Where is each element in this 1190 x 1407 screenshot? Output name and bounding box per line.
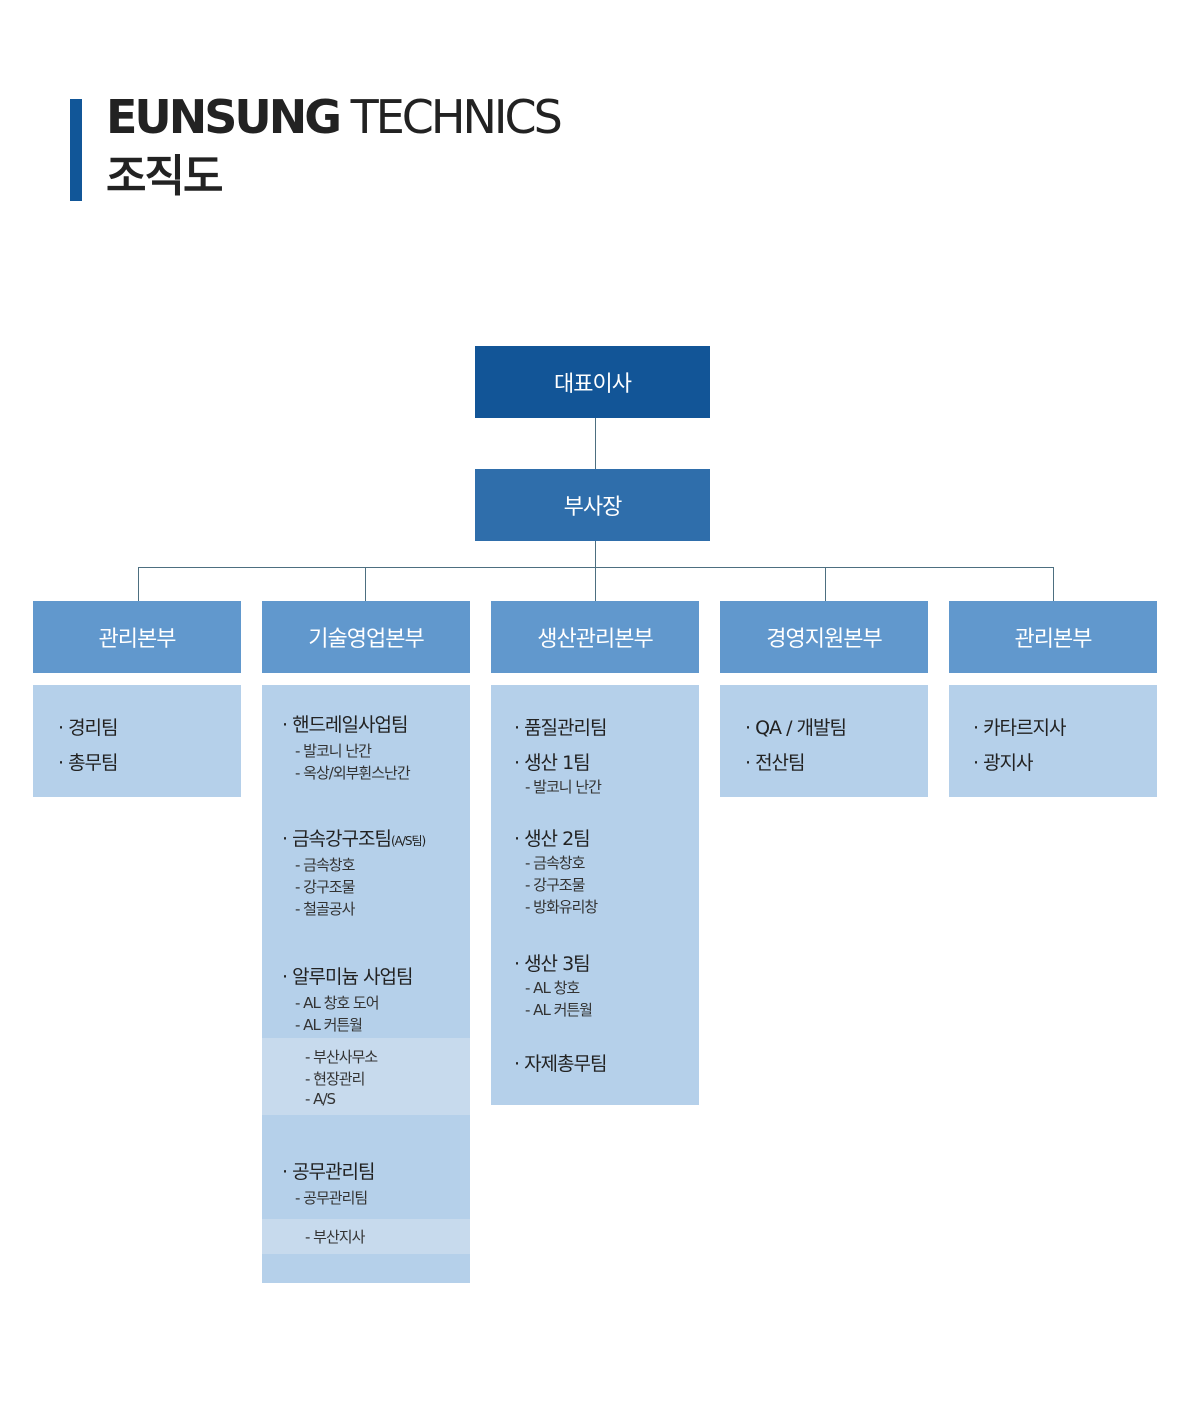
dept-panel-tech-sales: · 핸드레일사업팀 - 발코니 난간 - 옥상/외부휜스난간 · 금속강구조팀(… — [262, 685, 470, 1283]
sub-band-busan-branch: - 부산지사 — [262, 1219, 470, 1254]
connector-ceo-vp — [595, 418, 596, 469]
connector-dept-3 — [595, 567, 596, 601]
team-item: · 알루미늄 사업팀 — [282, 966, 413, 988]
dept-box-management-2: 관리본부 — [949, 601, 1157, 673]
dept-panel-business-support: · QA / 개발팀 · 전산팀 — [720, 685, 928, 797]
sub-item: - 금속창호 — [295, 856, 355, 874]
team-item: · 광지사 — [973, 752, 1034, 774]
connector-dept-1 — [138, 567, 139, 601]
connector-dept-4 — [825, 567, 826, 601]
sub-item: - AL 커튼월 — [525, 1001, 593, 1019]
dept-box-production: 생산관리본부 — [491, 601, 699, 673]
team-item: · 경리팀 — [58, 717, 119, 739]
sub-item: - 발코니 난간 — [295, 742, 372, 760]
sub-item: - AL 창호 도어 — [295, 994, 380, 1012]
sub-item: - 현장관리 — [305, 1070, 365, 1088]
sub-item: - 공무관리팀 — [295, 1189, 368, 1207]
sub-item: - 방화유리창 — [525, 898, 598, 916]
team-item: · 자제총무팀 — [514, 1053, 607, 1075]
dept-box-business-support: 경영지원본부 — [720, 601, 928, 673]
connector-vp-down — [595, 541, 596, 568]
team-item: · 금속강구조팀(A/S팀) — [282, 824, 426, 851]
team-item: · 생산 1팀 — [514, 752, 591, 774]
sub-item: - 금속창호 — [525, 854, 585, 872]
dept-box-tech-sales: 기술영업본부 — [262, 601, 470, 673]
company-name: EUNSUNG TECHNICS — [106, 90, 563, 144]
team-item: · QA / 개발팀 — [745, 717, 847, 739]
team-label-suffix: (A/S팀) — [390, 834, 426, 848]
dept-panel-production: · 품질관리팀 · 생산 1팀 - 발코니 난간 · 생산 2팀 - 금속창호 … — [491, 685, 699, 1105]
team-item: · 핸드레일사업팀 — [282, 714, 408, 736]
vice-president-box: 부사장 — [475, 469, 710, 541]
dept-panel-management-1: · 경리팀 · 총무팀 — [33, 685, 241, 797]
company-name-bold: EUNSUNG — [106, 90, 342, 144]
company-name-light: TECHNICS — [350, 90, 563, 144]
sub-item: - 발코니 난간 — [525, 778, 602, 796]
sub-item: - 부산사무소 — [305, 1048, 378, 1066]
title-accent-bar — [70, 99, 82, 201]
sub-item: - 강구조물 — [525, 876, 585, 894]
team-item: · 공무관리팀 — [282, 1161, 375, 1183]
team-item: · 카타르지사 — [973, 717, 1066, 739]
team-item: · 생산 3팀 — [514, 953, 591, 975]
team-item: · 품질관리팀 — [514, 717, 607, 739]
connector-dept-5 — [1053, 567, 1054, 601]
sub-item: - 철골공사 — [295, 900, 355, 918]
team-item: · 총무팀 — [58, 752, 119, 774]
connector-dept-2 — [365, 567, 366, 601]
sub-item: - 강구조물 — [295, 878, 355, 896]
sub-item: - 부산지사 — [305, 1228, 365, 1246]
ceo-box: 대표이사 — [475, 346, 710, 418]
sub-item: - AL 커튼월 — [295, 1016, 363, 1034]
connector-horizontal — [138, 567, 1054, 568]
team-item: · 생산 2팀 — [514, 828, 591, 850]
sub-item: - 옥상/외부휜스난간 — [295, 764, 411, 782]
sub-item: - AL 창호 — [525, 979, 580, 997]
team-label: · 금속강구조팀 — [282, 828, 392, 850]
sub-band-busan-office: - 부산사무소 - 현장관리 - A/S — [262, 1038, 470, 1115]
dept-panel-management-2: · 카타르지사 · 광지사 — [949, 685, 1157, 797]
sub-item: - A/S — [305, 1090, 336, 1108]
page-title: 조직도 — [106, 151, 223, 202]
dept-box-management-1: 관리본부 — [33, 601, 241, 673]
team-item: · 전산팀 — [745, 752, 806, 774]
